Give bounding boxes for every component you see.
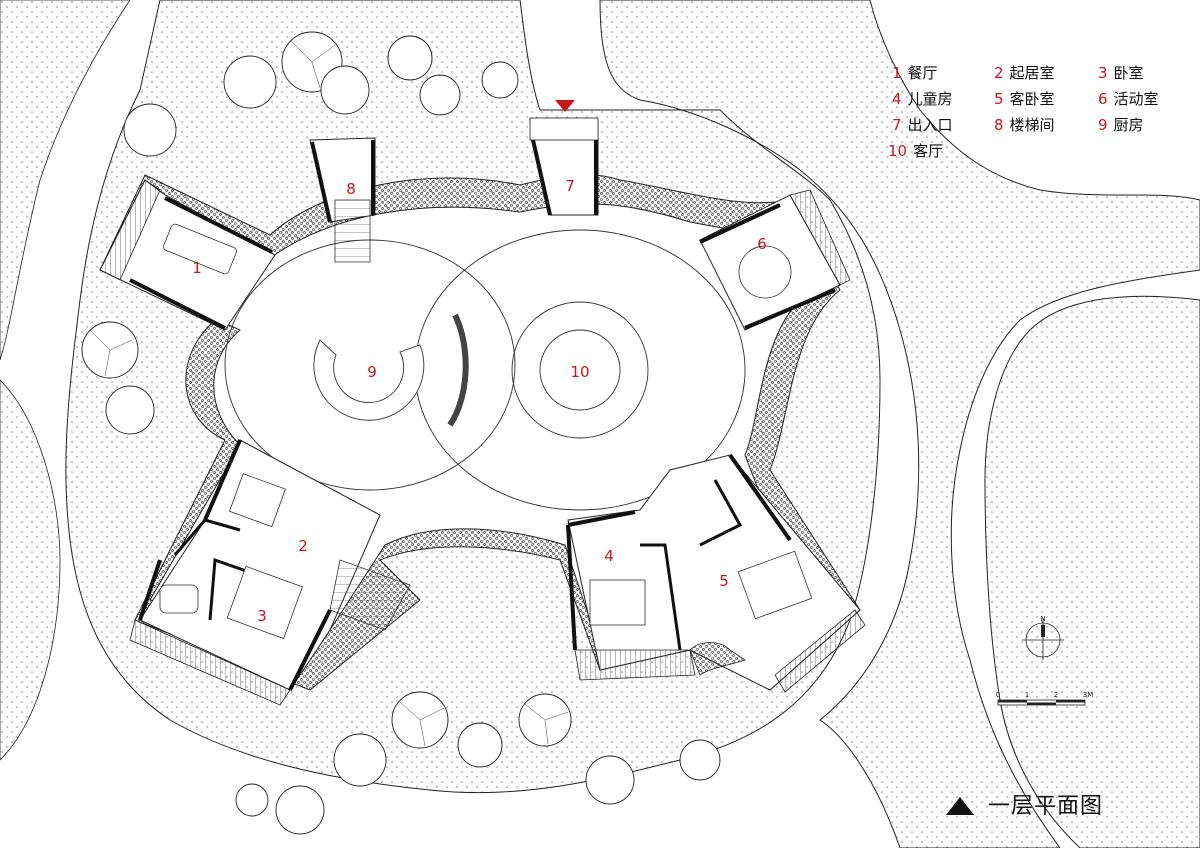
- title-triangle-icon: [946, 797, 974, 815]
- room-number-9: 9: [367, 363, 377, 381]
- room-number-3: 3: [257, 607, 267, 625]
- scale-label-3m: 3M: [1083, 691, 1094, 699]
- scale-bar: 0 1 2 3M: [996, 691, 1094, 706]
- scale-label-0: 0: [996, 691, 1000, 699]
- entrance-wing: [529, 100, 599, 216]
- activity-wing: [699, 189, 851, 331]
- plan-title: 一层平面图: [988, 794, 1104, 819]
- room-number-5: 5: [719, 572, 729, 590]
- room-number-10: 10: [570, 363, 589, 381]
- north-label: N: [1040, 615, 1045, 623]
- room-numbers: 1 2 3 4 5 6 7 8 9 10: [192, 177, 767, 625]
- tree-branches: [89, 39, 569, 747]
- entrance-arrow-icon: [555, 100, 575, 112]
- stair-wing: [309, 137, 376, 263]
- room-number-4: 4: [604, 547, 614, 565]
- main-hall: [224, 229, 746, 511]
- room-number-8: 8: [346, 180, 356, 198]
- suite-wing-left: [129, 439, 411, 706]
- suite-wing-right: [566, 453, 866, 693]
- room-number-7: 7: [565, 177, 575, 195]
- scale-label-2: 2: [1054, 691, 1058, 699]
- room-number-1: 1: [192, 259, 202, 277]
- scale-label-1: 1: [1025, 691, 1029, 699]
- dining-wing: [99, 179, 276, 331]
- room-number-6: 6: [757, 235, 767, 253]
- room-number-2: 2: [298, 537, 308, 555]
- north-arrow-icon: N: [1022, 615, 1064, 660]
